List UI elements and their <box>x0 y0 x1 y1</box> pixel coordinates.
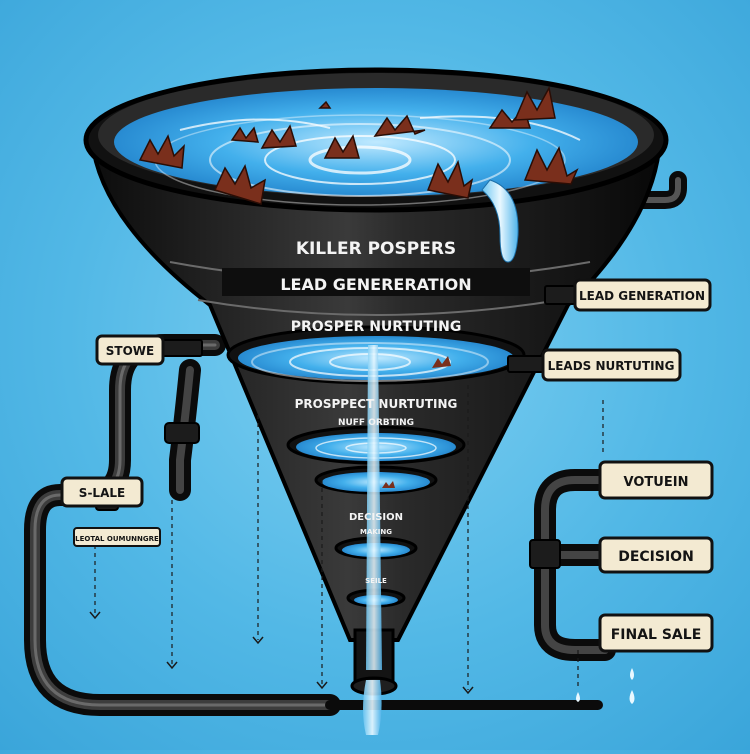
guide-arrows <box>89 611 474 695</box>
drip-icon <box>630 668 634 680</box>
leaf-icon <box>432 356 451 368</box>
pipe-coupling <box>164 422 200 444</box>
tag-lead-generation: LEAD GENERATION <box>573 278 712 312</box>
leaf-icon <box>426 159 474 199</box>
leaf-icon <box>213 164 266 205</box>
tag-leads-nurtuting: LEADS NURTUTING <box>541 348 682 382</box>
tag-label: FINAL SALE <box>611 627 702 643</box>
spout-stream <box>363 680 382 735</box>
tag-label: S-LALE <box>79 486 125 500</box>
stage-label-prosper-nurtuting: PROSPER NURTUTING <box>291 319 462 335</box>
tag-label: STOWE <box>106 344 154 358</box>
leaf-icon <box>373 114 426 137</box>
floating-leaves <box>138 85 579 205</box>
tag-votuein: VOTUEIN <box>598 460 714 500</box>
leaf-icon <box>230 126 260 143</box>
tag-label: VOTUEIN <box>624 475 689 490</box>
tag-label: LEAD GENERATION <box>579 289 705 303</box>
leaf-icon <box>260 124 297 149</box>
drip-icon <box>629 690 635 704</box>
tag-decision: DECISION <box>598 536 714 574</box>
overflow-water <box>481 179 519 263</box>
stage-label-killer-pospers: KILLER POSPERS <box>296 239 456 259</box>
tag-stowe: STOWE <box>95 334 165 366</box>
tag-final-sale: FINAL SALE <box>598 613 714 653</box>
right-tags: LEAD GENERATION LEADS NURTUTING VOTUEIN … <box>541 278 714 653</box>
leaf-icon <box>382 481 395 488</box>
stage-label-decision: DECISION <box>349 512 403 523</box>
stage-label-making: MAKING <box>360 528 392 536</box>
guide-lines <box>94 385 604 690</box>
leaf-icon <box>523 146 579 185</box>
tag-leotal-oumunngre: LEOTAL OUMUNNGRE <box>73 527 161 547</box>
left-tags: STOWE S-LALE LEOTAL OUMUNNGRE <box>60 334 165 547</box>
pipe-coupling <box>529 539 561 569</box>
tag-label: LEADS NURTUTING <box>548 359 675 373</box>
tag-label: LEOTAL OUMUNNGRE <box>75 535 159 543</box>
drip-icon <box>576 692 580 702</box>
leaf-icon <box>138 134 185 169</box>
tag-s-lale: S-LALE <box>60 476 144 508</box>
leaf-icon <box>513 85 556 121</box>
tag-label: DECISION <box>618 549 694 565</box>
leaf-icon <box>323 134 360 159</box>
stage-label-nuff-orbting: NUFF ORBTING <box>338 418 414 428</box>
funnel-stage-labels: KILLER POSPERS LEAD GENERERATION PROSPER… <box>222 239 530 585</box>
stage-label-lead-generation: LEAD GENERERATION <box>280 275 471 294</box>
funnel-rim <box>83 67 669 213</box>
leaf-icon <box>318 100 332 109</box>
stage-label-prosppect-nurtuting: PROSPPECT NURTUTING <box>295 397 458 411</box>
center-stream <box>366 345 382 670</box>
stage-label-seile: SEILE <box>365 577 387 585</box>
